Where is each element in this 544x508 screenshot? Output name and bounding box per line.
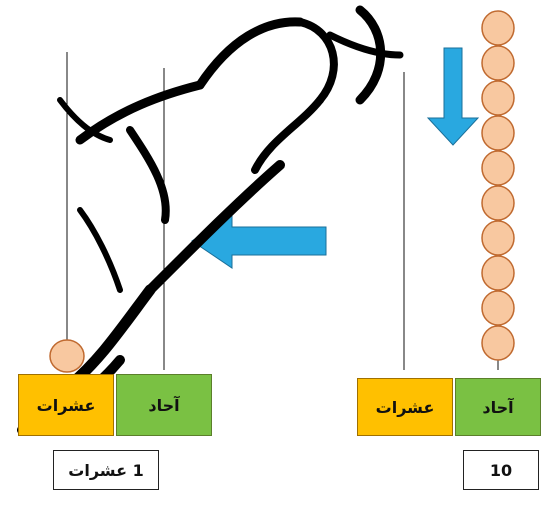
ones-bead <box>481 150 515 186</box>
watermark-scribble <box>17 5 404 435</box>
ones-bead <box>481 45 515 81</box>
ones-beads-stack <box>481 10 515 361</box>
left-caption-box: 1 عشرات <box>53 450 159 490</box>
ones-bead <box>481 255 515 291</box>
ones-bead <box>481 220 515 256</box>
left-ones-label: آحاد <box>148 395 180 415</box>
right-tens-label-box: عشرات <box>357 378 453 436</box>
left-tens-label: عشرات <box>36 395 96 415</box>
left-caption: 1 عشرات <box>68 460 144 480</box>
ones-bead <box>481 115 515 151</box>
down-arrow-icon <box>426 47 480 146</box>
ones-bead <box>481 80 515 116</box>
right-ones-label: آحاد <box>482 397 514 417</box>
ones-bead <box>481 185 515 221</box>
ones-bead <box>481 325 515 361</box>
tens-bead <box>49 339 85 373</box>
left-ones-label-box: آحاد <box>116 374 212 436</box>
right-ones-label-box: آحاد <box>455 378 541 436</box>
right-tens-label: عشرات <box>375 397 435 417</box>
right-caption-box: 10 <box>463 450 539 490</box>
left-arrow-icon <box>191 213 327 269</box>
right-caption: 10 <box>489 460 513 480</box>
ones-bead <box>481 10 515 46</box>
left-tens-label-box: عشرات <box>18 374 114 436</box>
tens-beads-stack <box>49 339 85 373</box>
ones-bead <box>481 290 515 326</box>
